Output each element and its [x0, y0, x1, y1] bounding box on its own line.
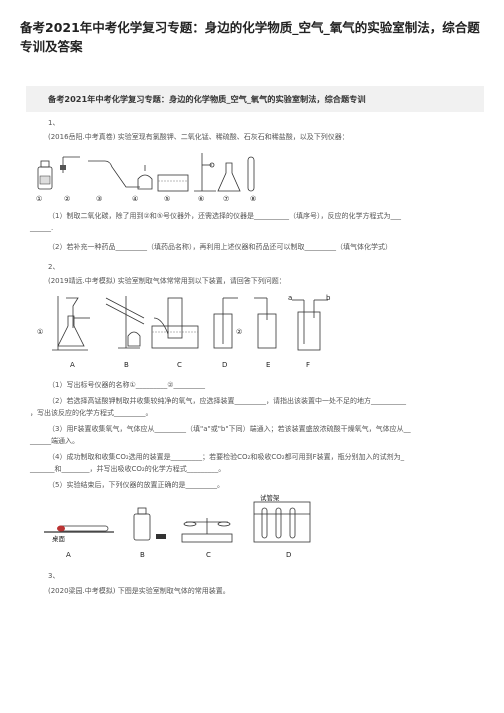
option-d-drawing: [253, 501, 311, 543]
q2-part3-line1: （3）用F装置收集氧气，气体应从_________（填"a"或"b"下同）端通入…: [48, 425, 411, 433]
alcohol-lamp-drawing: [137, 165, 153, 190]
q2-number: 2、: [48, 263, 60, 271]
device-d-drawing: [213, 297, 238, 349]
conical-flask-drawing: [217, 162, 241, 192]
q1-part2: （2）若补充一种药品_________（填药品名称），再利用上述仪器和药品还可以…: [48, 243, 392, 251]
q1-apparatus-figure: [37, 153, 255, 192]
q2-marker-b: b: [326, 294, 331, 302]
q1-part1-line2: ______.: [30, 224, 54, 232]
water-trough-drawing: [157, 174, 189, 192]
q1-label-6: ⑥: [198, 195, 205, 203]
test-tube-rack-label: 试管架: [260, 494, 280, 502]
q2-part5: （5）实验结束后，下列仪器的放置正确的是_________。: [48, 481, 224, 489]
q2-marker-1: ①: [37, 328, 44, 336]
q2-part2-line2: ，写出该反应的化学方程式_________。: [30, 409, 153, 417]
q1-label-7: ⑦: [223, 195, 230, 203]
q2-letter-d: D: [222, 361, 228, 369]
q1-part1-line1: （1）制取二氧化碳，除了用到②和⑤号仪器外，还需选择的仪器是__________…: [48, 212, 402, 220]
q2-option-letter-b: B: [140, 551, 145, 559]
option-a-drawing: [44, 525, 114, 533]
q1-label-4: ④: [132, 195, 139, 203]
q2-part4-line1: （4）成功制取和收集CO₂选用的装置是_________；若要检验CO₂和吸收C…: [48, 453, 405, 461]
q2-option-letter-c: C: [206, 551, 211, 559]
q1-label-1: ①: [36, 195, 43, 203]
iron-stand-drawing: [194, 153, 216, 192]
device-a-drawing: [52, 296, 90, 351]
bent-tube-drawing: [88, 160, 140, 188]
q1-label-5: ⑤: [164, 195, 171, 203]
q2-letter-e: E: [266, 361, 271, 369]
reagent-bottle-drawing: [37, 160, 53, 190]
q1-stem: (2016岳阳.中考真卷) 实验室现有氯酸钾、二氧化锰、稀硫酸、石灰石和稀盐酸，…: [48, 133, 349, 141]
q2-part2-line1: （2）若选择高锰酸钾制取并收集较纯净的氧气，应选择装置_________，请指出…: [48, 397, 406, 405]
device-f-drawing: [292, 299, 328, 351]
page-title: 备考2021年中考化学复习专题：身边的化学物质_空气_氧气的实验室制法，综合题专…: [20, 20, 480, 54]
q3-number: 3、: [48, 572, 60, 580]
test-tube-drawing: [247, 156, 255, 192]
q2-part4-line2: _______和________，并写出吸收CO₂的化学方程式_________…: [30, 465, 226, 473]
banner-title: 备考2021年中考化学复习专题：身边的化学物质_空气_氧气的实验室制法，综合题专…: [48, 94, 366, 104]
q2-option-letter-d: D: [286, 551, 292, 559]
q2-letter-c: C: [177, 361, 182, 369]
q2-part1: （1）写出标号仪器的名称①_________②_________: [48, 381, 206, 389]
q2-marker-2: ②: [236, 328, 243, 336]
q2-part3-line2: ______端通入。: [30, 437, 79, 445]
q2-stem: (2019靖远.中考模拟) 实验室制取气体常常用到以下装置，请回答下列问题：: [48, 277, 286, 285]
option-c-drawing: [181, 518, 233, 543]
device-b-drawing: [105, 296, 145, 349]
q2-placement-figure: [44, 501, 311, 543]
q2-letter-a: A: [70, 361, 75, 369]
q2-letter-b: B: [124, 361, 129, 369]
delivery-tube-drawing: [60, 156, 80, 173]
section-banner: 备考2021年中考化学复习专题：身边的化学物质_空气_氧气的实验室制法，综合题专…: [26, 86, 484, 112]
q2-letter-f: F: [306, 361, 311, 369]
q1-label-8: ⑧: [250, 195, 257, 203]
device-c-drawing: [151, 297, 199, 349]
q2-option-letter-a: A: [66, 551, 71, 559]
q1-number: 1、: [48, 119, 60, 127]
q2-marker-a: a: [288, 294, 293, 302]
option-b-drawing: [133, 507, 166, 541]
table-surface-label: 桌面: [52, 535, 65, 543]
q1-label-2: ②: [64, 195, 71, 203]
q3-stem: (2020梁园.中考模拟) 下图是实验室制取气体的常用装置。: [48, 587, 230, 595]
device-e-drawing: [254, 297, 277, 349]
q2-apparatus-figure: [52, 296, 328, 351]
q1-label-3: ③: [96, 195, 103, 203]
